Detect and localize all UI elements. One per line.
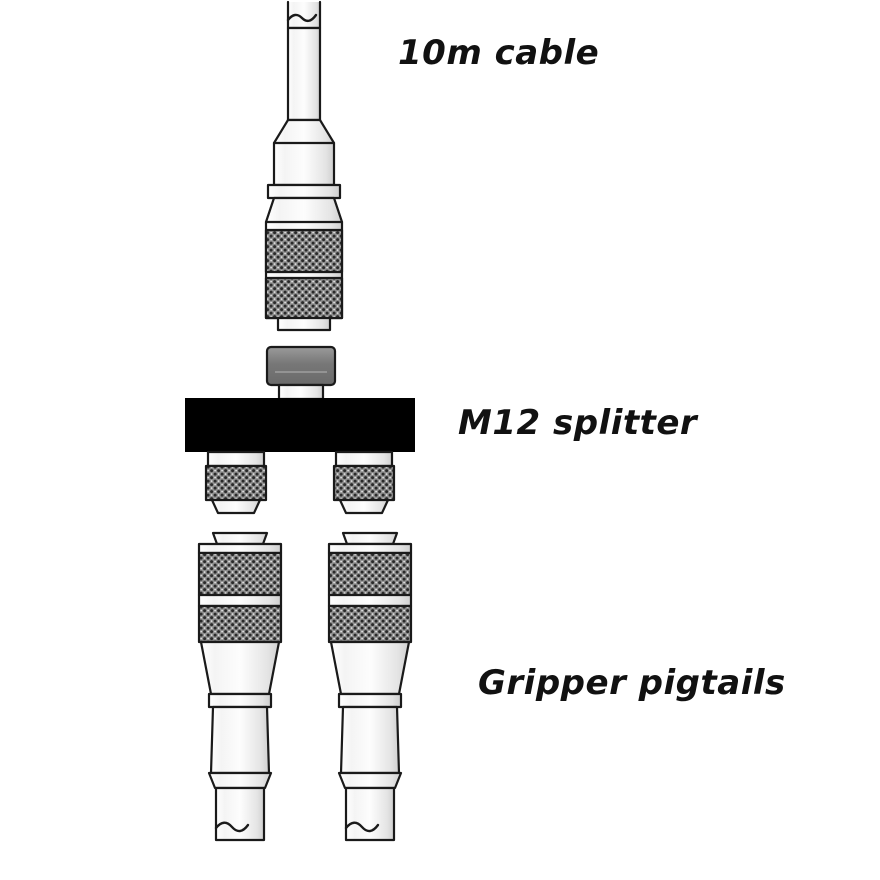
gripper-pigtail-left xyxy=(197,531,283,842)
knurl-band xyxy=(204,464,268,502)
label-m12-splitter: M12 splitter xyxy=(458,403,698,443)
label-10m-cable: 10m cable xyxy=(398,33,600,73)
label-gripper-pigtails: Gripper pigtails xyxy=(478,663,786,703)
cable-break-mark-top xyxy=(286,13,318,23)
cable-break-mark-right xyxy=(344,821,380,833)
m12-splitter xyxy=(185,345,415,515)
knurl-band xyxy=(327,604,413,644)
knurl-band xyxy=(197,604,283,644)
cable-connector-top xyxy=(264,0,344,332)
splitter-top-port xyxy=(265,345,337,387)
cable-break-mark-left xyxy=(214,821,250,833)
knurl-band xyxy=(264,276,344,320)
knurl-band xyxy=(197,551,283,597)
knurl-band xyxy=(264,228,344,274)
gripper-pigtail-right xyxy=(327,531,413,842)
splitter-body xyxy=(185,398,415,452)
knurl-band xyxy=(332,464,396,502)
knurl-band xyxy=(327,551,413,597)
